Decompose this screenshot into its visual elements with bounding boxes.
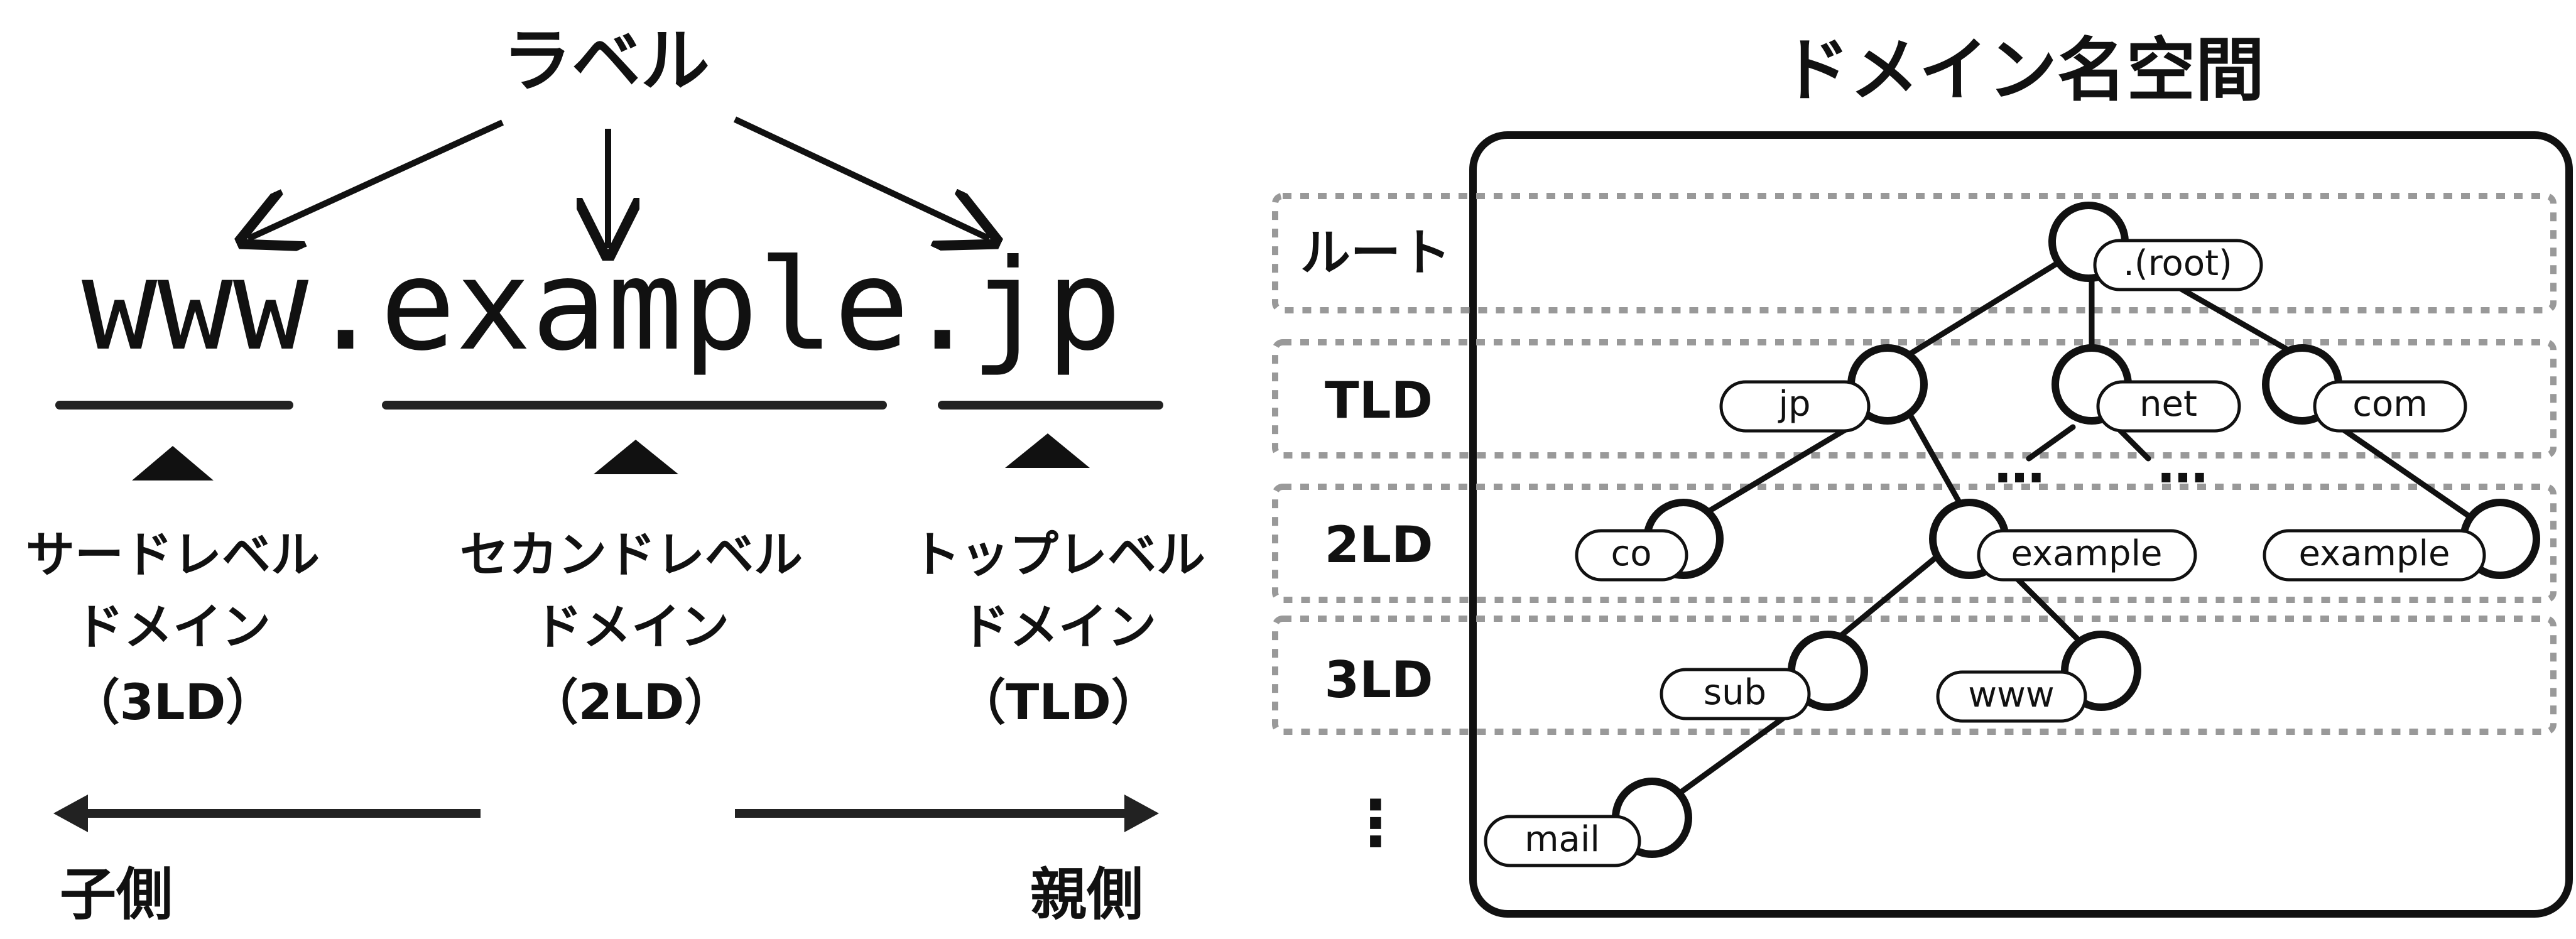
node-co: co bbox=[1575, 499, 1724, 582]
svg-text:ドメイン: ドメイン bbox=[533, 599, 729, 656]
more-tiers-dots: ⋮ bbox=[1344, 786, 1407, 860]
tier-label-tld: TLD bbox=[1325, 371, 1433, 430]
svg-text:サードレベル: サードレベル bbox=[26, 527, 320, 583]
svg-text:example: example bbox=[2011, 533, 2162, 574]
edge-jp-example bbox=[1903, 405, 1966, 512]
node-example-com: example bbox=[2263, 499, 2540, 582]
level-caption-3ld: サードレベル ドメイン （3LD） bbox=[26, 527, 320, 731]
edge-net-ell1 bbox=[2026, 424, 2076, 462]
edge-example-sub bbox=[1828, 553, 1941, 647]
tier-label-root: ルート bbox=[1300, 224, 1451, 282]
namespace-frame bbox=[1469, 131, 2573, 918]
arrow-to-jp bbox=[733, 116, 989, 239]
tier-label-2ld: 2LD bbox=[1324, 516, 1433, 574]
svg-text:co: co bbox=[1611, 533, 1651, 574]
level-caption-tld: トップレベル ドメイン （TLD） bbox=[911, 527, 1205, 731]
marker-3ld bbox=[132, 446, 214, 480]
tier-band-3ld bbox=[1272, 616, 2557, 735]
svg-text:sub: sub bbox=[1704, 672, 1766, 713]
tier-bands bbox=[1272, 193, 2557, 735]
svg-text:（2LD）: （2LD） bbox=[530, 675, 734, 731]
domain-dot-2: . bbox=[905, 232, 980, 379]
svg-text:セカンドレベル: セカンドレベル bbox=[460, 527, 803, 583]
svg-text:example: example bbox=[2298, 533, 2450, 574]
svg-text:（3LD）: （3LD） bbox=[71, 675, 275, 731]
label-title: ラベル bbox=[503, 21, 710, 101]
svg-text:（TLD）: （TLD） bbox=[957, 675, 1160, 731]
domain-dot-1: . bbox=[308, 232, 383, 379]
node-www: www bbox=[1936, 631, 2141, 723]
parent-side-label: 親側 bbox=[1030, 862, 1143, 928]
tier-label-3ld: 3LD bbox=[1324, 651, 1433, 709]
arrow-to-www bbox=[248, 119, 504, 239]
node-example-jp: example bbox=[1929, 499, 2197, 582]
edge-root-jp bbox=[1900, 254, 2070, 361]
node-jp: jp bbox=[1719, 344, 1928, 433]
level-caption-2ld: セカンドレベル ドメイン （2LD） bbox=[460, 527, 803, 731]
ellipsis-tld-1: … bbox=[1994, 436, 2045, 494]
domain-part-www: www bbox=[82, 232, 309, 379]
domain-name: www . example . jp bbox=[82, 232, 1122, 379]
domain-part-example: example bbox=[380, 232, 910, 379]
svg-text:com: com bbox=[2352, 384, 2428, 425]
tier-labels: ルート TLD 2LD 3LD ⋮ bbox=[1300, 224, 1451, 860]
child-arrow-head bbox=[53, 795, 88, 832]
node-com: com bbox=[2262, 344, 2467, 433]
svg-text:jp: jp bbox=[1777, 384, 1810, 425]
ellipsis-tld-2: … bbox=[2158, 436, 2208, 494]
node-net: net bbox=[2052, 344, 2241, 433]
namespace-title: ドメイン名空間 bbox=[1781, 30, 2264, 111]
level-markers bbox=[132, 433, 1090, 480]
edge-com-example bbox=[2337, 424, 2484, 528]
node-mail: mail bbox=[1484, 778, 1692, 867]
svg-text:net: net bbox=[2139, 384, 2197, 425]
tier-band-root bbox=[1272, 193, 2557, 313]
domain-part-jp: jp bbox=[970, 232, 1122, 379]
svg-text:ドメイン: ドメイン bbox=[75, 599, 271, 656]
tier-band-tld bbox=[1272, 339, 2557, 459]
tree-edges bbox=[1661, 254, 2484, 807]
marker-2ld bbox=[594, 440, 678, 474]
svg-text:トップレベル: トップレベル bbox=[911, 527, 1205, 583]
label-arrows bbox=[248, 116, 989, 248]
svg-text:mail: mail bbox=[1524, 819, 1600, 860]
marker-tld bbox=[1005, 433, 1090, 468]
svg-text:.(root): .(root) bbox=[2123, 243, 2232, 284]
node-sub: sub bbox=[1660, 631, 1868, 720]
node-root: .(root) bbox=[2048, 202, 2263, 291]
tier-band-2ld bbox=[1272, 484, 2557, 603]
svg-text:www: www bbox=[1968, 675, 2054, 715]
child-side-label: 子側 bbox=[60, 862, 173, 928]
parent-arrow-head bbox=[1124, 795, 1159, 832]
direction-arrows bbox=[53, 795, 1159, 832]
svg-text:ドメイン: ドメイン bbox=[960, 599, 1156, 656]
